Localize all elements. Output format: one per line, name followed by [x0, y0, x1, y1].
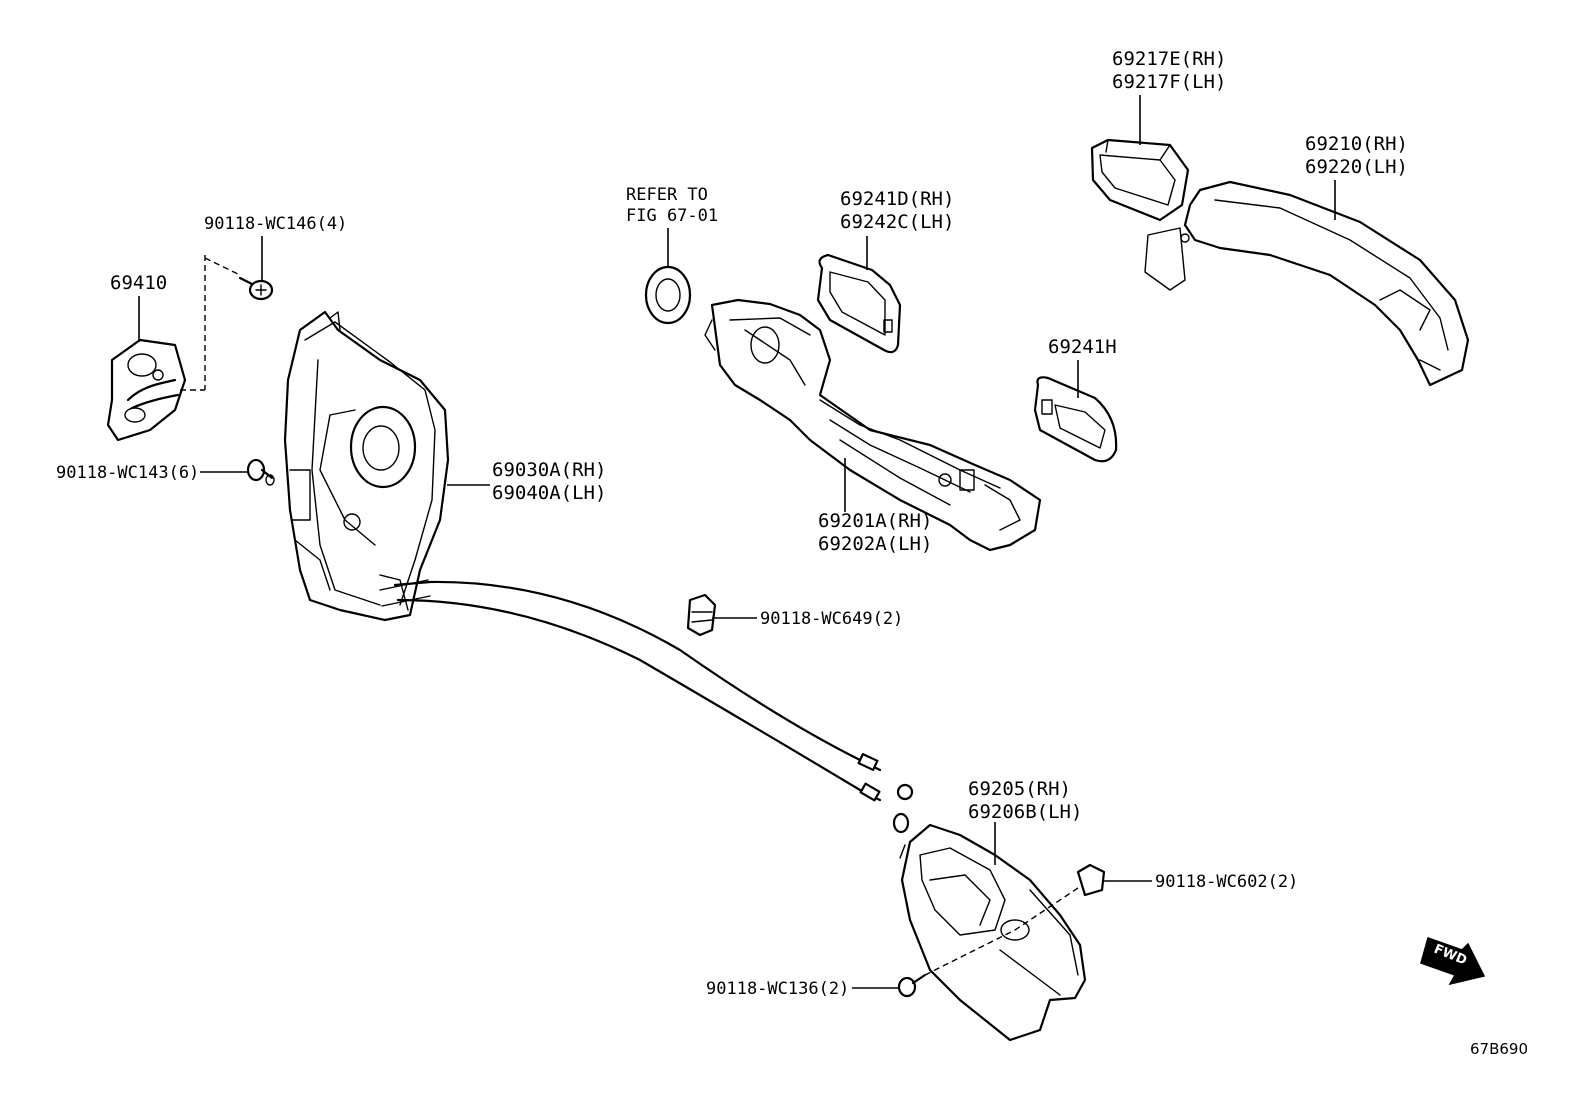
- label-refer-to: REFER TO: [626, 185, 708, 205]
- outside-handle-frame: [704, 298, 1042, 552]
- leader-dashed-wc136: [924, 929, 1016, 976]
- label-69220: 69220(LH): [1305, 156, 1408, 178]
- handle-gasket-front: [816, 253, 902, 354]
- leader-lines: [138, 95, 1336, 989]
- handle-gasket-rear: [1033, 376, 1118, 463]
- label-fig-67-01: FIG 67-01: [626, 206, 718, 226]
- release-cables: [379, 579, 914, 834]
- clip-wc649: [686, 593, 717, 637]
- label-69217f: 69217F(LH): [1112, 71, 1226, 93]
- leader-dashed-wc602: [1014, 887, 1079, 931]
- label-69241d: 69241D(RH): [840, 188, 954, 210]
- grommet: [644, 265, 692, 325]
- door-lock-assembly: [283, 310, 450, 622]
- label-90118-wc649: 90118-WC649(2): [760, 609, 903, 629]
- label-69202a: 69202A(LH): [818, 533, 932, 555]
- label-69206b: 69206B(LH): [968, 801, 1082, 823]
- leader-dashed-striker-2: [204, 257, 241, 276]
- door-lock-striker: [106, 338, 187, 442]
- diagram-code: 67B690: [1470, 1040, 1528, 1058]
- label-69242c: 69242C(LH): [840, 211, 954, 233]
- handle-cap: [1090, 138, 1190, 222]
- label-90118-wc146: 90118-WC146(4): [204, 214, 347, 234]
- inside-handle: [899, 823, 1087, 1042]
- label-69030a: 69030A(RH): [492, 459, 606, 481]
- outside-handle: [1144, 180, 1470, 387]
- label-69410: 69410: [110, 272, 167, 294]
- cap-wc602: [1076, 863, 1106, 897]
- label-90118-wc143: 90118-WC143(6): [56, 463, 199, 483]
- screw-wc143: [246, 458, 275, 486]
- label-90118-wc136: 90118-WC136(2): [706, 979, 849, 999]
- screw-wc146: [238, 276, 274, 301]
- label-69040a: 69040A(LH): [492, 482, 606, 504]
- label-69210: 69210(RH): [1305, 133, 1408, 155]
- label-69217e: 69217E(RH): [1112, 48, 1226, 70]
- fwd-arrow-icon: FWD: [1420, 937, 1486, 986]
- label-69201a: 69201A(RH): [818, 510, 932, 532]
- screw-wc136: [897, 973, 927, 998]
- label-69241h: 69241H: [1048, 336, 1117, 358]
- label-69205: 69205(RH): [968, 778, 1071, 800]
- label-90118-wc602: 90118-WC602(2): [1155, 872, 1298, 892]
